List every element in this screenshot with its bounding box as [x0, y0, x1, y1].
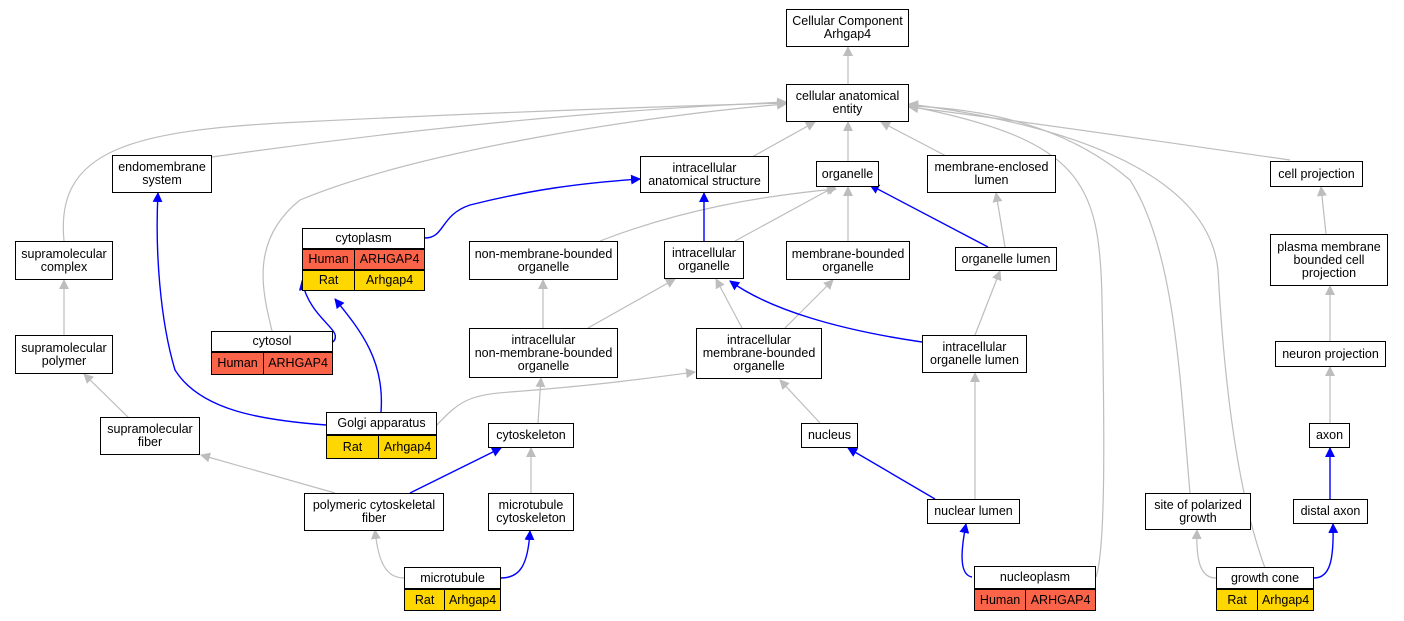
node-growth-cone[interactable]: growth cone [1216, 567, 1314, 589]
node-distal-axon[interactable]: distal axon [1293, 499, 1368, 524]
edge-cytoskeleton-to-inmbo [535, 377, 546, 424]
species-cell: Rat [1217, 590, 1258, 610]
gene-cell: Arhgap4 [354, 271, 424, 290]
annotation-row-microtubule-rat: Rat Arhgap4 [404, 589, 501, 611]
edge-nucleus-to-imbo [779, 379, 821, 424]
node-cytoskeleton[interactable]: cytoskeleton [488, 423, 574, 448]
edge-intraorg-to-organelle [734, 185, 837, 242]
edge-growthcone-to-cae [908, 100, 1266, 569]
gene-cell: Arhgap4 [378, 436, 436, 458]
node-neuron-projection[interactable]: neuron projection [1275, 341, 1386, 367]
node-golgi-apparatus[interactable]: Golgi apparatus [326, 412, 437, 435]
edge-suprafiber-to-suprapolymer [83, 373, 132, 421]
node-axon[interactable]: axon [1309, 423, 1350, 448]
edge-cellproj-to-cae [908, 103, 1291, 161]
edge-growthcone-to-distalaxon [1313, 523, 1339, 579]
node-intracellular-membrane-bounded-organelle[interactable]: intracellular membrane-bounded organelle [696, 328, 822, 379]
node-nucleoplasm[interactable]: nucleoplasm [974, 566, 1096, 589]
node-intracellular-anatomical-structure[interactable]: intracellular anatomical structure [640, 156, 769, 193]
node-intracellular-organelle-lumen[interactable]: intracellular organelle lumen [922, 335, 1027, 373]
node-cellular-anatomical-entity[interactable]: cellular anatomical entity [786, 84, 909, 122]
annotation-row-golgi-rat: Rat Arhgap4 [326, 435, 437, 459]
annotation-row-growth-cone-rat: Rat Arhgap4 [1216, 589, 1314, 611]
edge-microtubule-to-pcf [370, 529, 405, 579]
edge-golgi-to-imbo [435, 368, 696, 427]
gene-cell: ARHGAP4 [354, 250, 424, 269]
node-nucleus[interactable]: nucleus [801, 423, 858, 448]
edge-pmbcp-to-cellproj [1316, 186, 1327, 235]
edge-cytosol-to-cytoplasm [298, 280, 336, 343]
edge-nmbo-to-organelle [599, 184, 837, 242]
node-non-membrane-bounded-organelle[interactable]: non-membrane-bounded organelle [469, 241, 618, 280]
species-cell: Human [212, 353, 264, 374]
node-cellular-component-root[interactable]: Cellular Component Arhgap4 [786, 9, 909, 47]
node-microtubule[interactable]: microtubule [404, 567, 501, 589]
gene-cell: ARHGAP4 [1025, 590, 1095, 610]
edge-nucleoplasm-to-cae [908, 102, 1105, 578]
edge-golgi-to-endomembrane [152, 192, 327, 426]
annotation-row-nucleoplasm-human: Human ARHGAP4 [974, 589, 1096, 611]
edge-sitepol-to-cae [908, 101, 1191, 494]
species-cell: Human [975, 590, 1026, 610]
node-endomembrane-system[interactable]: endomembrane system [112, 155, 212, 193]
node-membrane-bounded-organelle[interactable]: membrane-bounded organelle [786, 241, 910, 280]
species-cell: Rat [327, 436, 379, 458]
edge-cytoplasm-to-ias [424, 174, 641, 239]
node-supramolecular-fiber[interactable]: supramolecular fiber [100, 417, 200, 455]
node-microtubule-cytoskeleton[interactable]: microtubule cytoskeleton [488, 493, 574, 531]
gene-cell: Arhgap4 [1257, 590, 1313, 610]
species-cell: Rat [405, 590, 445, 610]
edge-orglumen-to-organelle [869, 184, 989, 248]
edge-iol-to-intraorg [729, 280, 923, 343]
annotation-row-cytoplasm-rat: Rat Arhgap4 [302, 270, 425, 291]
node-plasma-membrane-bounded-cell-projection[interactable]: plasma membrane bounded cell projection [1270, 234, 1388, 286]
edge-inmbo-to-intraorg [587, 278, 676, 329]
annotation-row-cytoplasm-human: Human ARHGAP4 [302, 249, 425, 270]
node-supramolecular-polymer[interactable]: supramolecular polymer [15, 335, 113, 374]
edge-imbo-to-intraorg [715, 278, 743, 329]
edge-pcf-to-suprafiber [200, 452, 336, 494]
node-supramolecular-complex[interactable]: supramolecular complex [15, 241, 113, 280]
node-cell-projection[interactable]: cell projection [1270, 161, 1363, 187]
edge-golgi-to-cytoplasm [334, 298, 383, 413]
edge-microtubule-to-mtcyto [500, 530, 535, 579]
edge-cytosol-to-cae [262, 99, 787, 332]
gene-cell: ARHGAP4 [263, 353, 332, 374]
edge-iol-to-orglumen [974, 270, 1002, 336]
edge-orglumen-to-mel [992, 192, 1006, 248]
edge-imbo-to-mbo [784, 279, 834, 329]
node-polymeric-cytoskeletal-fiber[interactable]: polymeric cytoskeletal fiber [304, 493, 444, 531]
edge-ias-to-cae [751, 121, 816, 158]
species-cell: Rat [303, 271, 355, 290]
edge-growthcone-to-sitepol [1191, 529, 1217, 579]
node-organelle[interactable]: organelle [816, 161, 879, 187]
node-intracellular-organelle[interactable]: intracellular organelle [664, 241, 744, 279]
edge-mel-to-cae [880, 121, 949, 158]
edge-nuclearlumen-to-nucleus [847, 447, 936, 500]
node-nuclear-lumen[interactable]: nuclear lumen [927, 499, 1020, 524]
edge-supracomplex-to-cae [62, 98, 787, 242]
node-membrane-enclosed-lumen[interactable]: membrane-enclosed lumen [927, 155, 1056, 193]
node-cytoplasm[interactable]: cytoplasm [302, 228, 425, 249]
edge-nucleoplasm-to-nuclearlumen [959, 523, 973, 578]
edge-pcf-to-cytoskeleton [409, 447, 502, 494]
gene-cell: Arhgap4 [444, 590, 500, 610]
node-organelle-lumen[interactable]: organelle lumen [955, 247, 1057, 271]
node-intracellular-non-membrane-bounded-organelle[interactable]: intracellular non-membrane-bounded organ… [469, 328, 618, 378]
species-cell: Human [303, 250, 355, 269]
node-site-of-polarized-growth[interactable]: site of polarized growth [1145, 493, 1251, 530]
node-cytosol[interactable]: cytosol [211, 331, 333, 352]
edge-endomembrane-to-cae [211, 97, 787, 158]
annotation-row-cytosol-human: Human ARHGAP4 [211, 352, 333, 375]
